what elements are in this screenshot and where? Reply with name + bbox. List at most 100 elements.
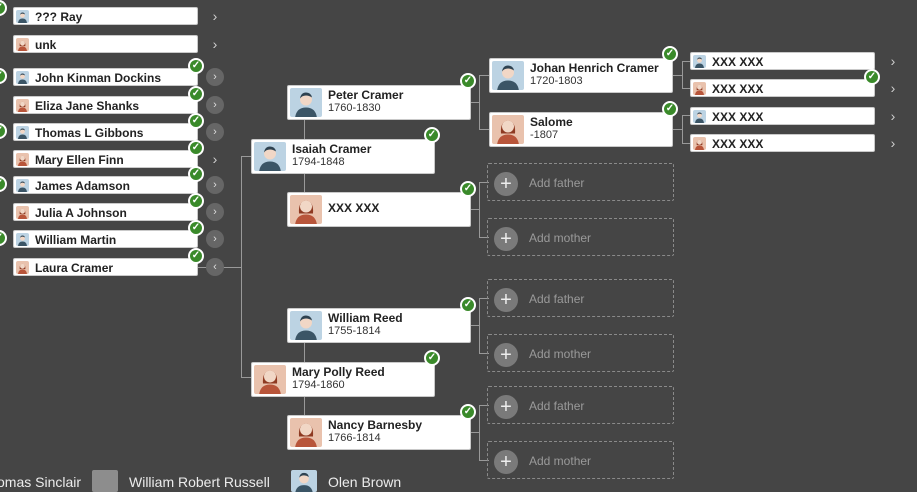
chevron-right-icon[interactable]: › [890,108,896,124]
female-avatar-icon [16,153,29,166]
person-card-left[interactable]: Thomas L Gibbons [13,123,198,141]
add-mother-button[interactable]: +Add mother [487,441,674,479]
connector-line [241,156,242,378]
record-hint-icon[interactable]: ✓ [424,127,440,143]
person-card-left[interactable]: William Martin [13,230,198,248]
plus-icon: + [494,288,518,312]
recent-person-name[interactable]: omas Sinclair [0,474,82,490]
record-hint-icon[interactable]: ✓ [460,73,476,89]
record-hint-icon[interactable]: ✓ [460,404,476,420]
record-hint-icon[interactable]: ✓ [424,350,440,366]
connector-line [241,156,251,157]
person-card-gen5[interactable]: XXX XXX [690,52,875,70]
chevron-right-icon[interactable]: › [206,176,224,194]
person-name: Johan Henrich Cramer [530,61,659,75]
recent-person-name[interactable]: William Robert Russell [129,474,270,490]
add-mother-button[interactable]: +Add mother [487,218,674,256]
connector-line [304,342,305,362]
chevron-left-icon[interactable]: ‹ [206,258,224,276]
male-avatar-icon [16,126,29,139]
recent-person-name[interactable]: Olen Brown [328,474,402,490]
chevron-right-icon[interactable]: › [206,96,224,114]
person-name: Mary Ellen Finn [35,153,124,167]
person-card-left[interactable]: Julia A Johnson [13,203,198,221]
record-hint-icon[interactable]: ✓ [188,140,204,156]
person-card-gen5[interactable]: XXX XXX [690,79,875,97]
person-card-left[interactable]: James Adamson [13,176,198,194]
person-name: XXX XXX [328,201,380,215]
person-card-left[interactable]: ??? Ray [13,7,198,25]
person-card-gen5[interactable]: XXX XXX [690,134,875,152]
record-hint-icon[interactable]: ✓ [188,58,204,74]
record-hint-icon[interactable]: ✓ [188,113,204,129]
connector-line [304,119,305,139]
male-avatar-icon [16,10,29,23]
person-card-salome[interactable]: Salome-1807 [489,112,673,147]
photo-thumbnail-icon[interactable] [92,470,118,492]
record-hint-icon[interactable]: ✓ [460,181,476,197]
connector-line [682,115,690,116]
person-name: James Adamson [35,179,130,193]
record-hint-icon[interactable]: ✓ [662,46,678,62]
record-hint-icon[interactable]: ✓ [864,69,880,85]
add-father-button[interactable]: + Add father [487,279,674,317]
male-avatar-icon[interactable] [291,470,317,492]
record-hint-icon[interactable]: ✓ [0,68,7,84]
record-hint-icon[interactable]: ✓ [662,101,678,117]
record-hint-icon[interactable]: ✓ [460,297,476,313]
chevron-right-icon[interactable]: › [206,68,224,86]
person-name: Nancy Barnesby [328,418,423,432]
record-hint-icon[interactable]: ✓ [188,220,204,236]
person-dates: 1794-1848 [292,156,345,168]
person-dates: 1760-1830 [328,102,381,114]
connector-line [479,405,489,406]
person-name: XXX XXX [712,110,764,124]
add-father-button[interactable]: +Add father [487,386,674,424]
chevron-right-icon[interactable]: › [212,151,218,167]
record-hint-icon[interactable]: ✓ [188,166,204,182]
connector-line [479,298,480,353]
person-card-left[interactable]: John Kinman Dockins [13,68,198,86]
male-avatar-icon [492,61,524,90]
plus-icon: + [494,450,518,474]
chevron-right-icon[interactable]: › [890,53,896,69]
person-card-left[interactable]: Laura Cramer [13,258,198,276]
person-card-left[interactable]: unk [13,35,198,53]
record-hint-icon[interactable]: ✓ [188,248,204,264]
chevron-right-icon[interactable]: › [206,230,224,248]
connector-line [479,75,480,130]
person-name: XXX XXX [712,137,764,151]
person-name: John Kinman Dockins [35,71,162,85]
connector-line [479,405,480,460]
female-avatar-icon [254,365,286,394]
record-hint-icon[interactable]: ✓ [188,86,204,102]
add-father-button[interactable]: +Add father [487,163,674,201]
chevron-right-icon[interactable]: › [890,80,896,96]
person-card-left[interactable]: Eliza Jane Shanks [13,96,198,114]
record-hint-icon[interactable]: ✓ [0,0,7,16]
chevron-right-icon[interactable]: › [212,36,218,52]
add-father-label: Add father [529,292,585,306]
record-hint-icon[interactable]: ✓ [0,123,7,139]
chevron-right-icon[interactable]: › [206,203,224,221]
chevron-right-icon[interactable]: › [212,8,218,24]
person-card-gen5[interactable]: XXX XXX [690,107,875,125]
person-dates: 1794-1860 [292,379,345,391]
person-dates: 1766-1814 [328,432,381,444]
record-hint-icon[interactable]: ✓ [0,176,7,192]
add-mother-button[interactable]: +Add mother [487,334,674,372]
person-card-xxx-xxx[interactable]: XXX XXX [287,192,471,227]
chevron-right-icon[interactable]: › [890,135,896,151]
record-hint-icon[interactable]: ✓ [188,193,204,209]
person-card-left[interactable]: Mary Ellen Finn [13,150,198,168]
record-hint-icon[interactable]: ✓ [0,230,7,246]
person-name: Eliza Jane Shanks [35,99,140,113]
chevron-right-icon[interactable]: › [206,123,224,141]
connector-line [673,75,683,76]
